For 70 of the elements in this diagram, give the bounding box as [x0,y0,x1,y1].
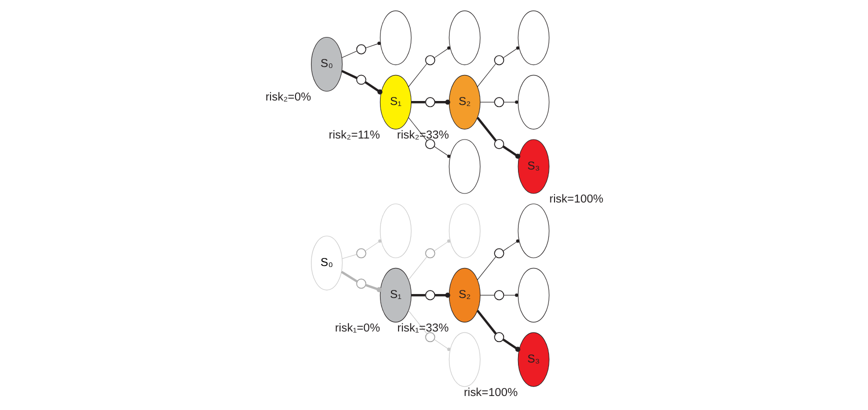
node-label: risk₁=0% [334,322,380,334]
connector [434,100,450,105]
connector [503,100,518,104]
node-label: risk₂=11% [328,129,380,142]
connector [480,294,494,296]
connector [340,70,357,80]
node-circle [494,97,504,108]
connector [408,310,427,334]
connector [364,81,382,94]
connector [503,294,518,297]
node-circle [356,74,366,85]
node-ellipse [448,332,480,387]
node-ellipse [448,10,480,66]
connector [408,63,427,88]
node-label: risk=100% [548,194,603,206]
connector [476,63,496,88]
node-ellipse: S₁ [379,268,412,322]
node-circle [356,44,366,54]
connector [502,239,519,252]
node-circle [494,139,504,150]
connector [502,46,519,58]
node-ellipse [448,139,480,194]
node-ellipse: S₂ [448,268,480,322]
node-ellipse [517,268,549,322]
node-circle [424,332,435,342]
node-ellipse [517,74,549,130]
node-circle [494,290,504,300]
connector [476,116,496,142]
connector [340,270,358,282]
connector [434,46,450,58]
node-ellipse: S₃ [517,139,549,194]
connector [364,239,382,252]
node-label: risk₂=0% [264,91,311,104]
node-label: risk=100% [463,386,518,399]
connector [434,292,450,298]
connector [341,50,357,58]
connector [410,294,425,296]
node-circle [356,248,366,258]
node-circle [424,55,435,66]
node-circle [424,248,435,258]
node-ellipse: S₀ [310,236,342,290]
node-ellipse: S₀ [310,36,342,92]
connector [410,101,425,104]
node-circle [494,55,504,66]
node-circle [494,332,504,342]
node-circle [494,248,504,258]
connector [408,256,427,280]
connector [476,310,496,334]
node-ellipse: S₃ [517,332,549,387]
node-ellipse: S₁ [379,74,412,130]
node-ellipse [379,10,412,66]
connector [434,239,450,252]
node-label: risk₁=33% [396,322,448,334]
connector [476,256,496,280]
node-ellipse [448,204,480,258]
connector [365,42,380,48]
connector [502,146,520,159]
connector [365,284,382,292]
node-circle [424,139,435,150]
node-circle [356,278,366,289]
node-ellipse [379,204,412,258]
node-ellipse [517,204,549,258]
node-circle [424,97,435,108]
connector [502,338,520,352]
node-circle [424,290,435,300]
connector [434,146,450,158]
connector [341,254,356,259]
node-ellipse: S₂ [448,74,480,130]
node-ellipse [517,10,549,66]
connector [434,339,450,351]
